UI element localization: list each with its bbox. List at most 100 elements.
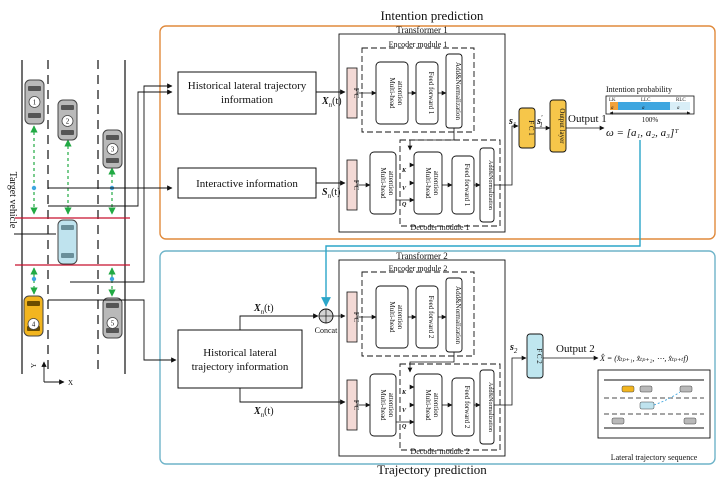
kq-k-1: K [401, 168, 407, 174]
addnorm-encoder-1: Add&Normalization [445, 53, 463, 129]
mha-decoder-2-self: Multi-head attention [369, 373, 397, 437]
svg-text:attention: attention [396, 305, 404, 330]
encoder-module-1-frame [361, 47, 475, 133]
xy-axes: Y X [30, 361, 73, 387]
kq-k-2: K [401, 390, 407, 396]
decoder-module-1-label: Decoder module 1 [410, 223, 469, 232]
vehicle-2: 2 [57, 99, 78, 141]
xn-label-2: Xn(t) [253, 303, 274, 316]
interactive-information: Interactive information [177, 167, 317, 199]
svg-text:F C 2: F C 2 [535, 348, 543, 364]
concat-label: Concat [315, 326, 338, 335]
prob-lk-label: LK [609, 98, 616, 103]
hist1-line2: information [221, 94, 273, 106]
svg-text:Feed forward 2: Feed forward 2 [463, 386, 471, 429]
output-1-label: Output 1 [568, 113, 607, 125]
historical-lateral-trajectory-info-2: Historical lateral trajectory informatio… [177, 329, 303, 389]
intention-probability-panel: Intention probability LK LLC RLC a a a 1… [605, 85, 695, 139]
ff2-decoder: Feed forward 2 [451, 377, 475, 437]
axis-y-label: Y [30, 363, 38, 368]
fc1-block: F C 1 [518, 107, 536, 149]
svg-text:F C: F C [352, 400, 360, 411]
svg-text:F C: F C [352, 88, 360, 99]
vehicle-3: 3 [102, 129, 123, 169]
hist1-line1: Historical lateral trajectory [188, 80, 307, 92]
concat-node: Concat [315, 308, 338, 335]
svg-text:Add&Normalization: Add&Normalization [454, 62, 462, 120]
svg-text:F C: F C [352, 180, 360, 191]
svg-text:F C 1: F C 1 [527, 120, 535, 136]
svg-text:Output layer: Output layer [558, 108, 566, 144]
vehicle-3-label: 3 [111, 146, 115, 154]
prob-llc-label: LLC [641, 98, 651, 103]
output-2-label: Output 2 [556, 343, 595, 355]
decoder-module-2-label: Decoder module 2 [410, 447, 469, 456]
addnorm-decoder-2: Add&Normalization [479, 369, 495, 445]
addnorm-encoder-2: Add&Normalization [445, 277, 463, 353]
svg-text:Multi-head: Multi-head [388, 77, 396, 109]
transformer-1-frame [338, 33, 506, 233]
vehicle-2-label: 2 [66, 118, 70, 126]
vehicle-1-label: 1 [33, 99, 37, 107]
xhat-formula: X̂ = (x̂ₜₚ₊₁, x̂ₜₚ₊₂, ⋯, x̂ₜₚ₊ₜf) [599, 353, 689, 363]
hist2-line2: trajectory information [192, 361, 289, 373]
omega-formula: ω = [a₁, a₂, a₃]ᵀ [606, 127, 679, 139]
svg-text:attention: attention [387, 171, 395, 196]
svg-text:Multi-head: Multi-head [379, 167, 387, 199]
lateral-trajectory-sequence-label: Lateral trajectory sequence [611, 453, 698, 462]
svg-text:Multi-head: Multi-head [424, 389, 432, 421]
trajectory-prediction-frame [159, 250, 716, 465]
addnorm-decoder-1: Add&Normalization [479, 147, 495, 223]
fc2-block: F C 2 [526, 333, 544, 379]
transformer-2-frame [338, 259, 506, 457]
transformer-2-label: Transformer 2 [396, 251, 447, 261]
svg-text:attention: attention [432, 393, 440, 418]
mha-decoder-1-self: Multi-head attention [369, 151, 397, 215]
intention-prediction-title: Intention prediction [381, 8, 484, 23]
encoder-module-2-label: Encoder module 2 [389, 264, 448, 273]
vehicle-5-label: 5 [111, 320, 115, 328]
ff1-decoder: Feed forward 1 [451, 155, 475, 215]
transformer-1-label: Transformer 1 [396, 25, 447, 35]
svg-text:Multi-head: Multi-head [379, 389, 387, 421]
decoder-module-1-frame [399, 139, 501, 227]
vehicle-5: 5 [102, 297, 123, 339]
target-vehicle-label: Target vehicle [7, 172, 18, 229]
svg-text:attention: attention [396, 81, 404, 106]
s1-prime-label: s'1 [536, 114, 543, 129]
s2-label: s2 [509, 342, 518, 355]
lateral-trajectory-sequence-panel: Lateral trajectory sequence [597, 369, 711, 462]
svg-text:Feed forward 2: Feed forward 2 [427, 296, 435, 339]
input-connectors [48, 83, 177, 363]
target-vehicle [57, 219, 78, 265]
input-to-fc-arrows [239, 89, 346, 405]
xn-label-1: Xn(t) [321, 96, 342, 109]
intention-probability-title: Intention probability [606, 85, 672, 94]
kq-v-1: V [402, 186, 407, 192]
svg-text:F C: F C [352, 312, 360, 323]
mha-decoder-2-cross: Multi-head attention [413, 373, 443, 437]
prob-lk-segment [610, 102, 618, 110]
svg-text:attention: attention [387, 393, 395, 418]
encoder-module-2-frame [361, 271, 475, 357]
interactive-information-label: Interactive information [196, 178, 298, 190]
mha-decoder-1-cross: Multi-head attention [413, 151, 443, 215]
svg-text:Feed forward 1: Feed forward 1 [427, 72, 435, 115]
s1-label: s1 [508, 116, 516, 129]
ff2-encoder: Feed forward 2 [415, 285, 439, 349]
encoder-module-1-label: Encoder module 1 [389, 40, 448, 49]
xn-label-3: Xn(t) [253, 406, 274, 419]
svg-text:Feed forward 1: Feed forward 1 [463, 164, 471, 207]
vehicle-1: 1 [24, 79, 45, 125]
svg-text:Add&Normalization: Add&Normalization [487, 382, 493, 432]
ff1-encoder: Feed forward 1 [415, 61, 439, 125]
road-scene: 1 2 3 4 [7, 60, 130, 387]
svg-text:Add&Normalization: Add&Normalization [454, 286, 462, 344]
kq-q-2: Q [402, 424, 407, 430]
prob-100-label: 100% [642, 116, 659, 124]
svg-text:Add&Normalization: Add&Normalization [487, 160, 493, 210]
svg-text:Multi-head: Multi-head [424, 167, 432, 199]
axis-x-label: X [68, 379, 73, 387]
vehicle-4: 4 [23, 295, 44, 337]
